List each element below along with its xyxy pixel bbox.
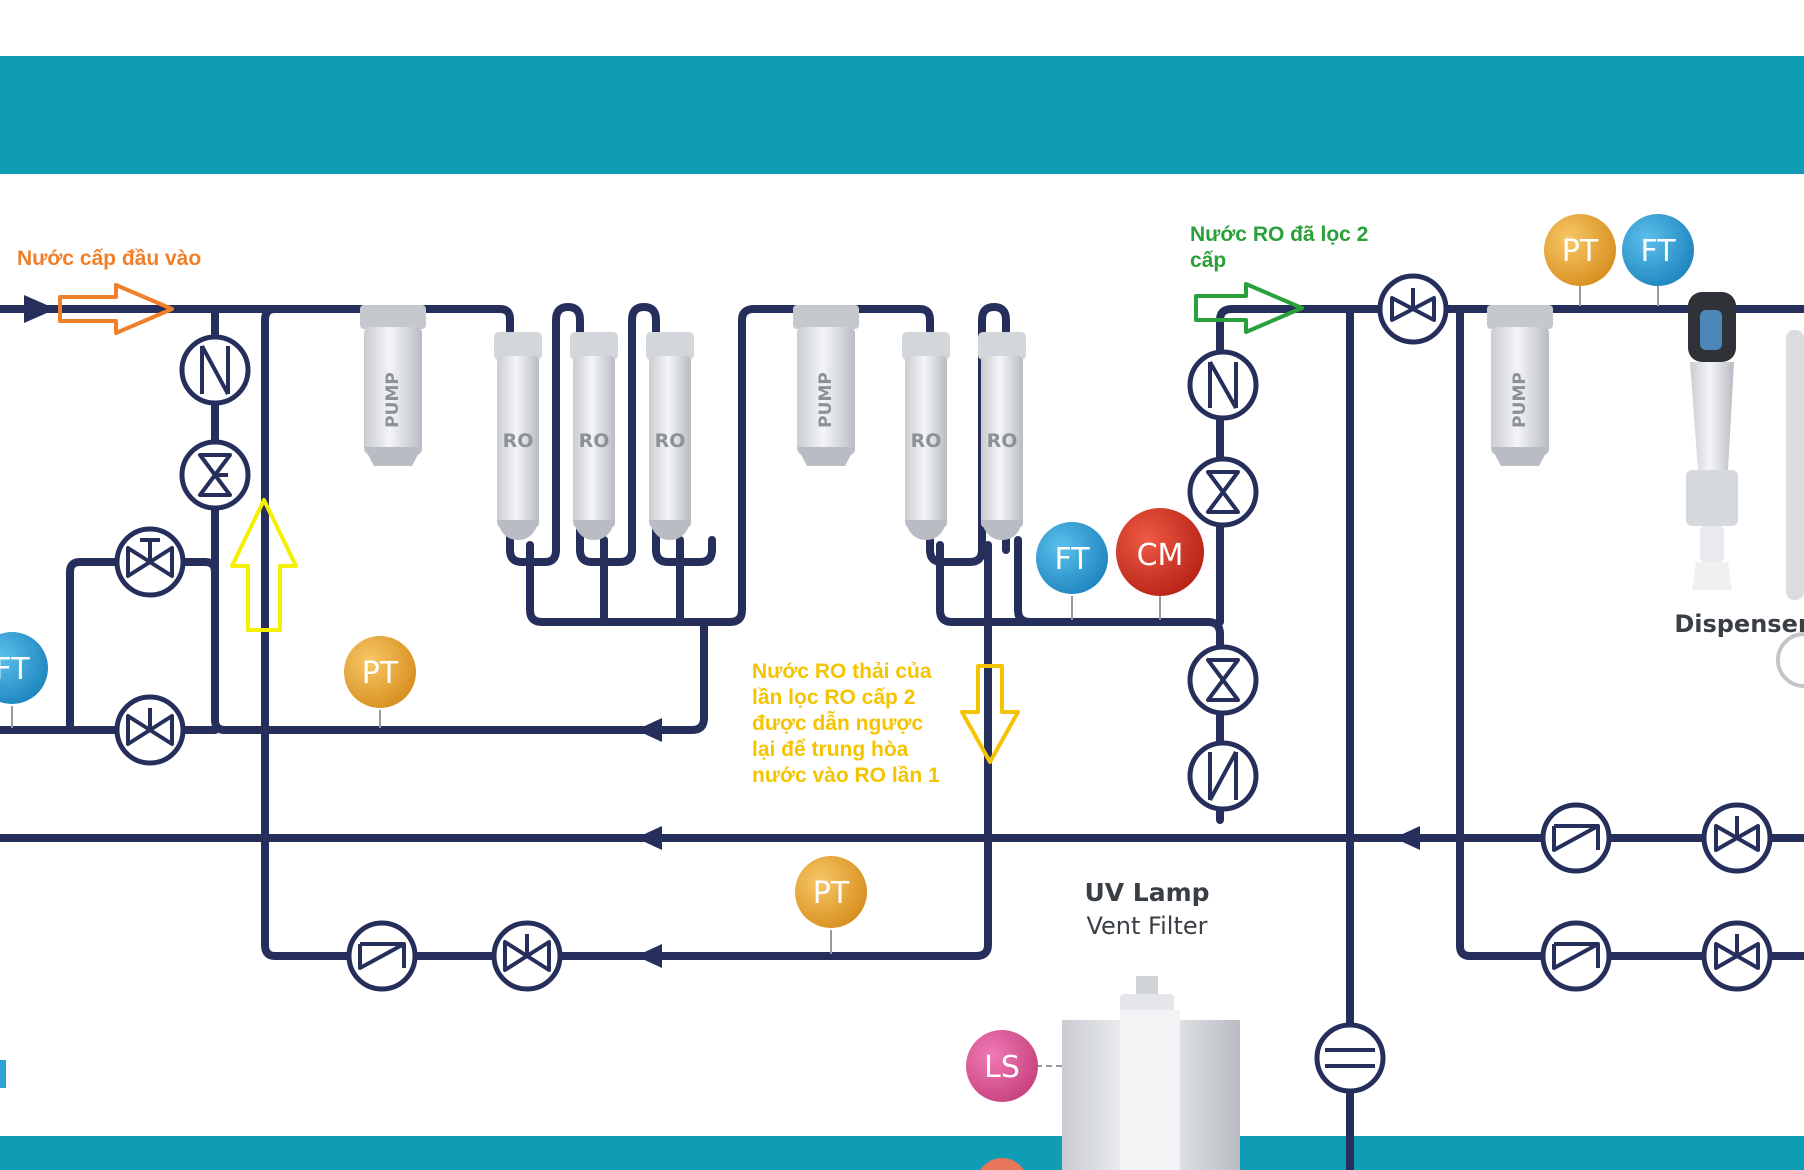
- sensor-ft-2: FT: [1036, 522, 1108, 620]
- product-arrow-green: [1194, 282, 1304, 334]
- valve-pressure-1: [114, 526, 186, 598]
- upflow-arrow-yellow: [230, 498, 298, 632]
- vent-valve: [1314, 1022, 1386, 1094]
- valve-pressure-2: [114, 694, 186, 766]
- ro-module-1: RO: [494, 332, 542, 540]
- svg-text:PT: PT: [813, 876, 850, 911]
- feed-water-annotation: Nước cấp đầu vào: [17, 247, 202, 270]
- valve-solenoid-3: [1187, 644, 1259, 716]
- sensor-ls-1: LS: [966, 1030, 1038, 1102]
- pump-1: PUMP: [360, 305, 426, 466]
- valve-solenoid-1: [179, 439, 251, 511]
- ro-label: RO: [503, 430, 534, 452]
- valve-check-4: [1187, 740, 1259, 812]
- valve-check-2: [346, 920, 418, 992]
- ro-module-5: RO: [978, 332, 1026, 540]
- ro-label: RO: [655, 430, 686, 452]
- svg-text:FT: FT: [1640, 234, 1676, 269]
- pump-label: PUMP: [1510, 372, 1530, 428]
- ro-label: RO: [987, 430, 1018, 452]
- ro-label: RO: [911, 430, 942, 452]
- header-band: [0, 56, 1804, 174]
- svg-text:PT: PT: [362, 656, 399, 691]
- svg-text:FT: FT: [1054, 542, 1090, 577]
- pipe-network: [0, 295, 1804, 1170]
- valve-check-5: [1540, 802, 1612, 874]
- pump-2: PUMP: [793, 305, 859, 466]
- svg-text:CM: CM: [1137, 538, 1184, 573]
- valve-solenoid-4: [1377, 273, 1449, 345]
- sensor-cm-1: CM: [1116, 508, 1204, 620]
- pump-label: PUMP: [816, 372, 836, 428]
- svg-text:FT: FT: [0, 652, 30, 687]
- footer-band: [0, 1136, 1804, 1170]
- valve-solenoid-2: [1187, 456, 1259, 528]
- valve-check-3: [1187, 349, 1259, 421]
- valve-solenoid-6: [1701, 920, 1773, 992]
- ro-reject-annotation: Nước RO thải của lần lọc RO cấp 2 được d…: [752, 660, 940, 787]
- ro-label: RO: [579, 430, 610, 452]
- dispenser: Dispenser: [1674, 292, 1804, 688]
- sensor-pt-3: PT: [1544, 214, 1616, 306]
- valve-solenoid-5: [1701, 802, 1773, 874]
- valve-check-1: [179, 334, 251, 406]
- dispenser-label: Dispenser: [1674, 610, 1804, 638]
- feed-arrow-orange: [58, 283, 174, 335]
- vent-filter-label: Vent Filter: [1086, 912, 1207, 940]
- ro-module-3: RO: [646, 332, 694, 540]
- sensor-pt-1: PT: [344, 636, 416, 728]
- downflow-arrow-yellow: [960, 664, 1020, 764]
- pump-label: PUMP: [383, 372, 403, 428]
- sensor-ft-1: FT: [0, 632, 48, 728]
- sensor-pt-2: PT: [795, 856, 867, 954]
- valve-check-6: [1540, 920, 1612, 992]
- ro-product-annotation: Nước RO đã lọc 2 cấp: [1190, 223, 1369, 272]
- ro-module-4: RO: [902, 332, 950, 540]
- sensor-partial-bottom: [980, 1158, 1024, 1170]
- uv-lamp-unit: UV Lamp Vent Filter: [990, 878, 1240, 1170]
- sensor-ft-3: FT: [1622, 214, 1694, 306]
- pump-3: PUMP: [1487, 305, 1553, 466]
- ro-module-2: RO: [570, 332, 618, 540]
- valve-pressure-3: [491, 920, 563, 992]
- svg-text:PT: PT: [1562, 234, 1599, 269]
- uv-lamp-label: UV Lamp: [1084, 878, 1209, 907]
- partial-left-label: [0, 1060, 6, 1088]
- svg-text:LS: LS: [984, 1050, 1020, 1085]
